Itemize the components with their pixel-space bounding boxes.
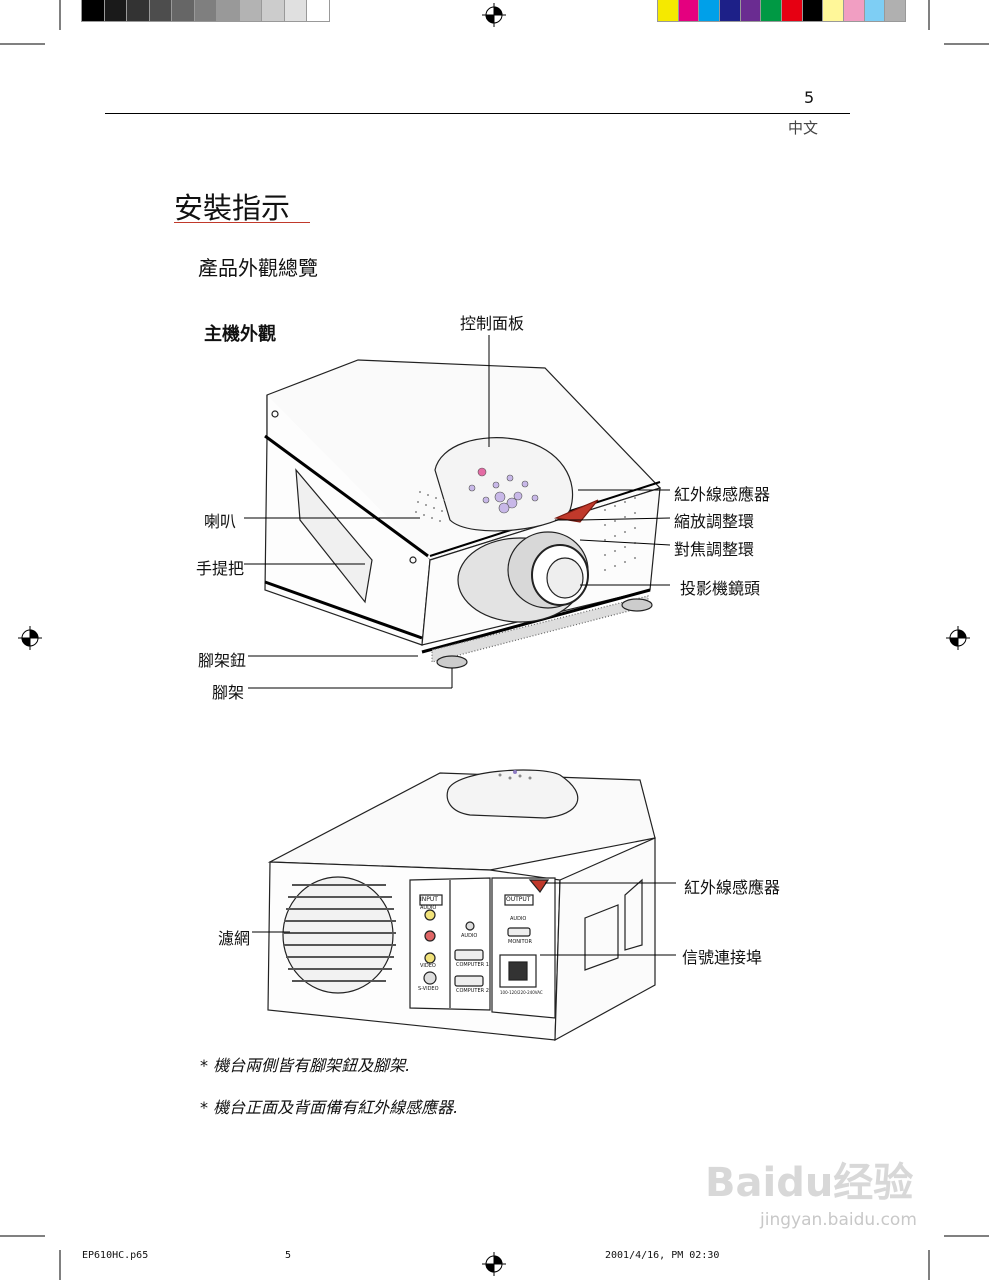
color-swatch [719,0,741,22]
section-title: 安裝指示 [174,191,291,225]
color-swatch-strip [657,0,906,22]
footer-file: EP610HC.p65 [82,1250,149,1261]
callout-zoom-ring: 縮放調整環 [674,512,755,531]
gray-swatch [81,0,105,22]
gray-swatch [148,0,173,22]
callout-foot: 腳架 [212,683,245,702]
gray-swatch [238,0,263,22]
rear-label-input: INPUT [420,896,438,903]
color-swatch [698,0,720,22]
rear-label-audio-in: AUDIO [420,905,437,911]
footer-page: 5 [285,1250,292,1261]
color-swatch [822,0,844,22]
rear-label-output: OUTPUT [506,896,531,903]
rear-label-computer2: COMPUTER 2 [456,988,489,994]
gray-swatch [216,0,240,22]
gray-swatch [171,0,195,22]
callout-signal-ports: 信號連接埠 [682,948,763,967]
gray-swatch [103,0,128,22]
rear-label-power: 100-120/220-240VAC [500,990,543,995]
callout-ir-sensor-rear: 紅外線感應器 [684,878,781,897]
callout-focus-ring: 對焦調整環 [674,540,755,559]
rear-label-audio: AUDIO [461,933,478,939]
rear-label-svideo: S-VIDEO [418,986,439,992]
callout-filter: 濾網 [218,929,251,948]
rear-label-video: VIDEO [420,963,436,969]
color-swatch [801,0,824,22]
footer-timestamp: 2001/4/16, PM 02:30 [605,1250,720,1261]
callout-speaker: 喇叭 [204,512,237,531]
callout-lens: 投影機鏡頭 [680,579,761,598]
gray-swatch [306,0,330,22]
gray-swatch [126,0,150,22]
rear-label-monitor: MONITOR [508,939,532,945]
callout-foot-button: 腳架鈕 [198,651,247,670]
watermark-brand: Baidu经验 [705,1160,914,1206]
watermark-url: jingyan.baidu.com [760,1210,917,1230]
color-swatch [863,0,886,22]
gray-swatch [283,0,308,22]
note-feet: * 機台兩側皆有腳架鈕及腳架. [200,1056,411,1075]
color-swatch [739,0,762,22]
section-subtitle: 產品外觀總覽 [198,256,318,280]
color-swatch [657,0,679,22]
color-swatch [677,0,700,22]
color-swatch [781,0,803,22]
rear-label-audio-out: AUDIO [510,916,527,922]
rear-label-computer1: COMPUTER 1 [456,962,489,968]
header-rule [105,113,850,114]
note-ir-sensors: * 機台正面及背面備有紅外線感應器. [200,1098,459,1117]
gray-swatch [261,0,285,22]
callout-ir-sensor-front: 紅外線感應器 [674,485,771,504]
gray-swatch [193,0,218,22]
language-tab: 中文 [788,119,819,137]
section-title-underline [174,222,310,223]
main-view-label: 主機外觀 [204,324,276,345]
callout-control-panel: 控制面板 [460,314,525,333]
color-swatch [760,0,782,22]
callout-handle: 手提把 [196,559,245,578]
color-swatch [843,0,865,22]
page-number: 5 [804,88,815,107]
gray-swatch-strip [81,0,330,22]
color-swatch [884,0,906,22]
